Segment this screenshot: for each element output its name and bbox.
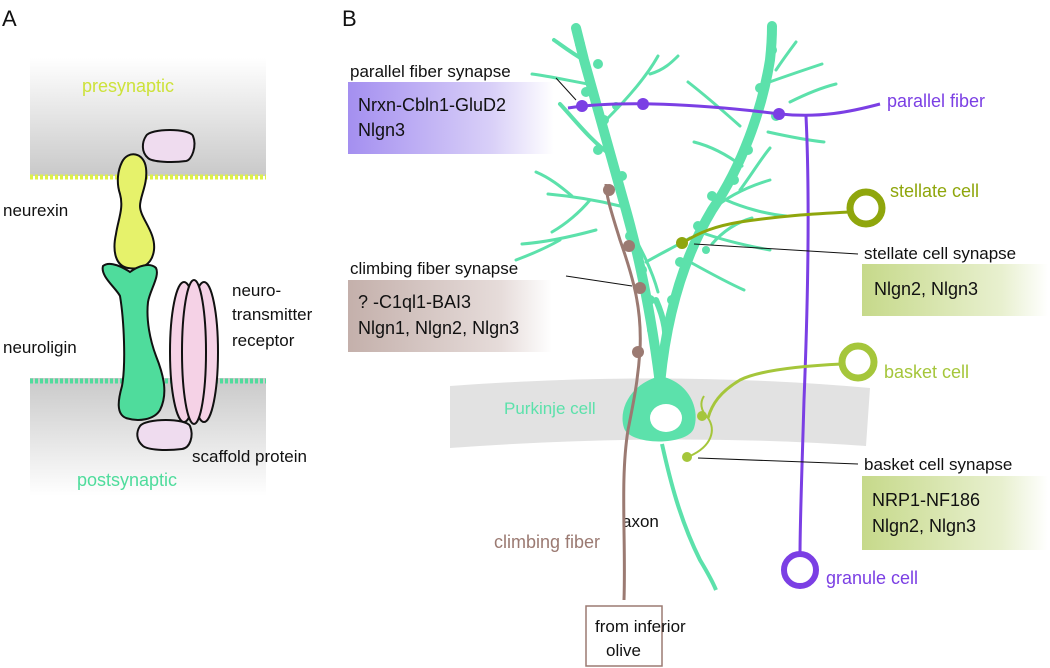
inferior-olive-box xyxy=(585,605,663,667)
stellate-cell-axon xyxy=(683,210,851,244)
panel-b: B xyxy=(342,6,1048,667)
basket-cell-synapse-title: basket cell synapse xyxy=(864,455,1012,474)
neurotransmitter-receptor xyxy=(169,279,219,425)
stellate-cell-synapse-pointer xyxy=(693,243,859,255)
parallel-fiber-synapse-pointer xyxy=(555,77,577,101)
climbing-fiber-synapse-line2: Nlgn1, Nlgn2, Nlgn3 xyxy=(358,318,519,338)
parallel-fiber xyxy=(567,102,881,117)
postsynaptic-scaffold-protein xyxy=(136,419,193,451)
stellate-synapse-bouton xyxy=(676,237,688,249)
basket-cell-synapse-line1: NRP1-NF186 xyxy=(872,490,980,510)
basket-synapse-bouton-2 xyxy=(682,452,692,462)
parallel-fiber-label: parallel fiber xyxy=(887,91,985,111)
panel-b-letter: B xyxy=(342,6,357,31)
panel-a-letter: A xyxy=(2,6,17,31)
parallel-fiber-boutons xyxy=(576,98,785,120)
basket-cell-axon xyxy=(706,362,843,419)
receptor-label-line1: neuro- xyxy=(232,281,281,300)
basket-synapse-bouton-1 xyxy=(697,411,707,421)
stellate-cell-synapse-line1: Nlgn2, Nlgn3 xyxy=(874,279,978,299)
stellate-cell-synapse-title: stellate cell synapse xyxy=(864,244,1016,263)
parallel-fiber-synapse-line2: Nlgn3 xyxy=(358,120,405,140)
purkinje-dendrites xyxy=(514,21,838,389)
stellate-cell-label: stellate cell xyxy=(890,181,979,201)
neuroligin-protein xyxy=(101,262,166,421)
granule-cell-body xyxy=(781,551,819,589)
basket-cell-label: basket cell xyxy=(884,362,969,382)
purkinje-nucleus xyxy=(650,404,682,432)
climbing-fiber-label: climbing fiber xyxy=(494,532,600,552)
basket-cell-synapse-line2: Nlgn2, Nlgn3 xyxy=(872,516,976,536)
stellate-cell-body xyxy=(846,188,886,228)
purkinje-cell-label: Purkinje cell xyxy=(504,399,596,418)
dendritic-spines xyxy=(575,39,781,360)
inferior-olive-line2: olive xyxy=(606,641,641,660)
climbing-fiber-synapse-title: climbing fiber synapse xyxy=(350,259,518,278)
parallel-fiber-synapse-line1: Nrxn-Cbln1-GluD2 xyxy=(358,95,506,115)
postsynaptic-label: postsynaptic xyxy=(77,470,177,490)
panel-a: A presynaptic postsynaptic neurexin neur… xyxy=(2,6,313,496)
basket-cell-synapse-box xyxy=(862,476,1048,550)
climbing-fiber xyxy=(604,183,642,601)
parallel-fiber-synapse-title: parallel fiber synapse xyxy=(350,62,511,81)
climbing-fiber-synapse-box xyxy=(348,280,552,352)
neuroligin-label: neuroligin xyxy=(3,338,77,357)
granule-cell-axon xyxy=(798,115,810,557)
basket-cell-synapse-pointer xyxy=(697,457,859,465)
granule-cell-label: granule cell xyxy=(826,568,918,588)
presynaptic-scaffold-protein xyxy=(141,129,196,163)
receptor-label-line3: receptor xyxy=(232,331,295,350)
neurexin-label: neurexin xyxy=(3,201,68,220)
basket-cell-body xyxy=(838,342,878,382)
receptor-label-line2: transmitter xyxy=(232,305,313,324)
axon-label: axon xyxy=(622,512,659,531)
inferior-olive-line1: from inferior xyxy=(595,617,686,636)
climbing-fiber-synapse-line1: ? -C1ql1-BAI3 xyxy=(358,292,471,312)
climbing-fiber-synapse-pointer xyxy=(565,275,633,287)
parallel-fiber-synapse-box xyxy=(348,82,554,154)
stellate-cell-synapse-box xyxy=(862,264,1048,316)
climbing-fiber-varicosities xyxy=(603,184,646,358)
purkinje-axon xyxy=(660,443,718,591)
presynaptic-label: presynaptic xyxy=(82,76,174,96)
scaffold-protein-label: scaffold protein xyxy=(192,447,307,466)
